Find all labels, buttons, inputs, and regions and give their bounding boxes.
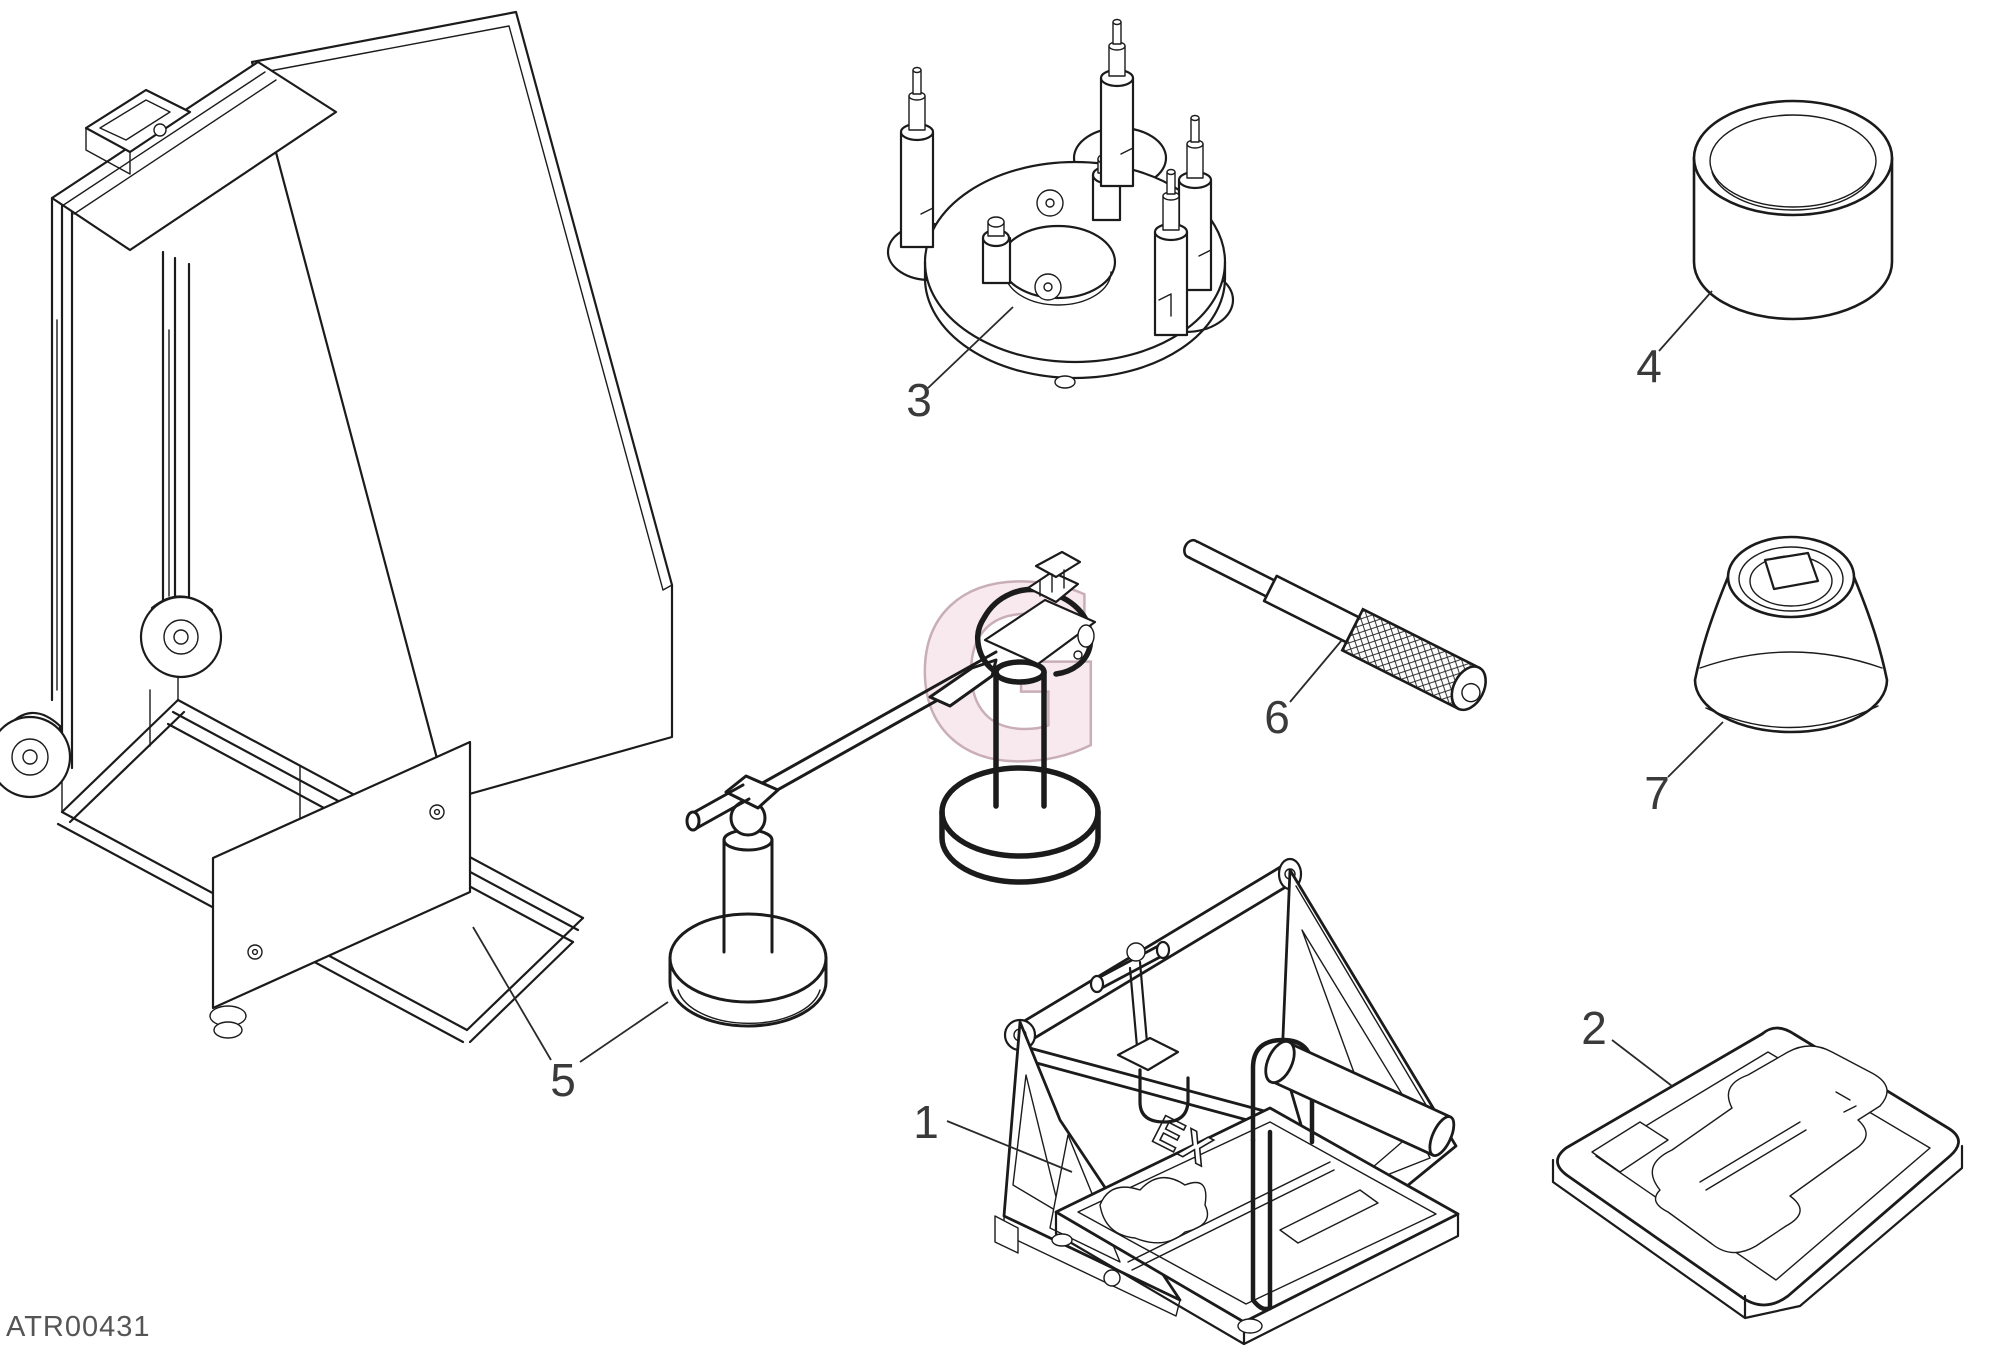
storage-tray (1551, 1026, 1964, 1320)
callout-label-5: 5 (550, 1054, 576, 1106)
dial-stand-right (939, 550, 1101, 885)
driver-cup (1692, 99, 1894, 321)
cabinet-trolley (0, 10, 674, 1044)
dial-stand-left (668, 650, 1004, 1028)
callout-leader-5 (579, 1001, 669, 1063)
guide-post (1099, 18, 1135, 188)
caster-wheel-rear (0, 711, 72, 799)
bench-frame: EX (994, 857, 1460, 1346)
callout-label-1: 1 (913, 1096, 939, 1148)
guide-post (899, 66, 935, 249)
callout-leader-3 (927, 306, 1014, 389)
callout-leader-5 (472, 926, 552, 1061)
callout-leader-7 (1667, 721, 1724, 778)
callout-leader-1 (946, 1120, 1073, 1173)
check-plate-fixture (886, 18, 1235, 389)
callout-leader-4 (1658, 290, 1713, 352)
pin-punch (1183, 538, 1487, 712)
caster-wheel-front (139, 595, 223, 679)
guide-post (1153, 168, 1189, 337)
callout-layer: 1 2 3 4 5 6 7 (472, 290, 1724, 1173)
callout-label-7: 7 (1644, 767, 1670, 819)
callout-label-4: 4 (1636, 340, 1662, 392)
drawing-code: ATR00431 (6, 1311, 151, 1343)
callout-label-3: 3 (906, 374, 932, 426)
callout-leader-2 (1611, 1039, 1673, 1087)
callout-leader-6 (1289, 639, 1343, 703)
callout-label-6: 6 (1264, 691, 1290, 743)
callout-label-2: 2 (1581, 1002, 1607, 1054)
cone-socket (1693, 535, 1889, 734)
